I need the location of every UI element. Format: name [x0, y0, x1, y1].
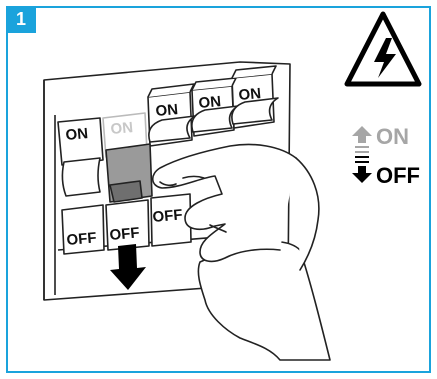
high-voltage-warning-icon: [347, 14, 419, 84]
legend-off-label: OFF: [376, 163, 420, 188]
on-label-4: ON: [198, 93, 222, 112]
on-label-5: ON: [238, 85, 262, 104]
off-label-2: OFF: [109, 224, 140, 244]
off-label-1: OFF: [66, 229, 97, 249]
on-label-2: ON: [110, 119, 134, 138]
arrow-down-icon: [352, 156, 372, 183]
arrow-up-icon: [352, 126, 372, 153]
off-label-3: OFF: [152, 206, 183, 226]
switched-breaker: [106, 144, 152, 202]
on-label-3: ON: [155, 101, 179, 120]
on-label-1: ON: [65, 125, 89, 144]
legend-on-label: ON: [376, 124, 409, 149]
